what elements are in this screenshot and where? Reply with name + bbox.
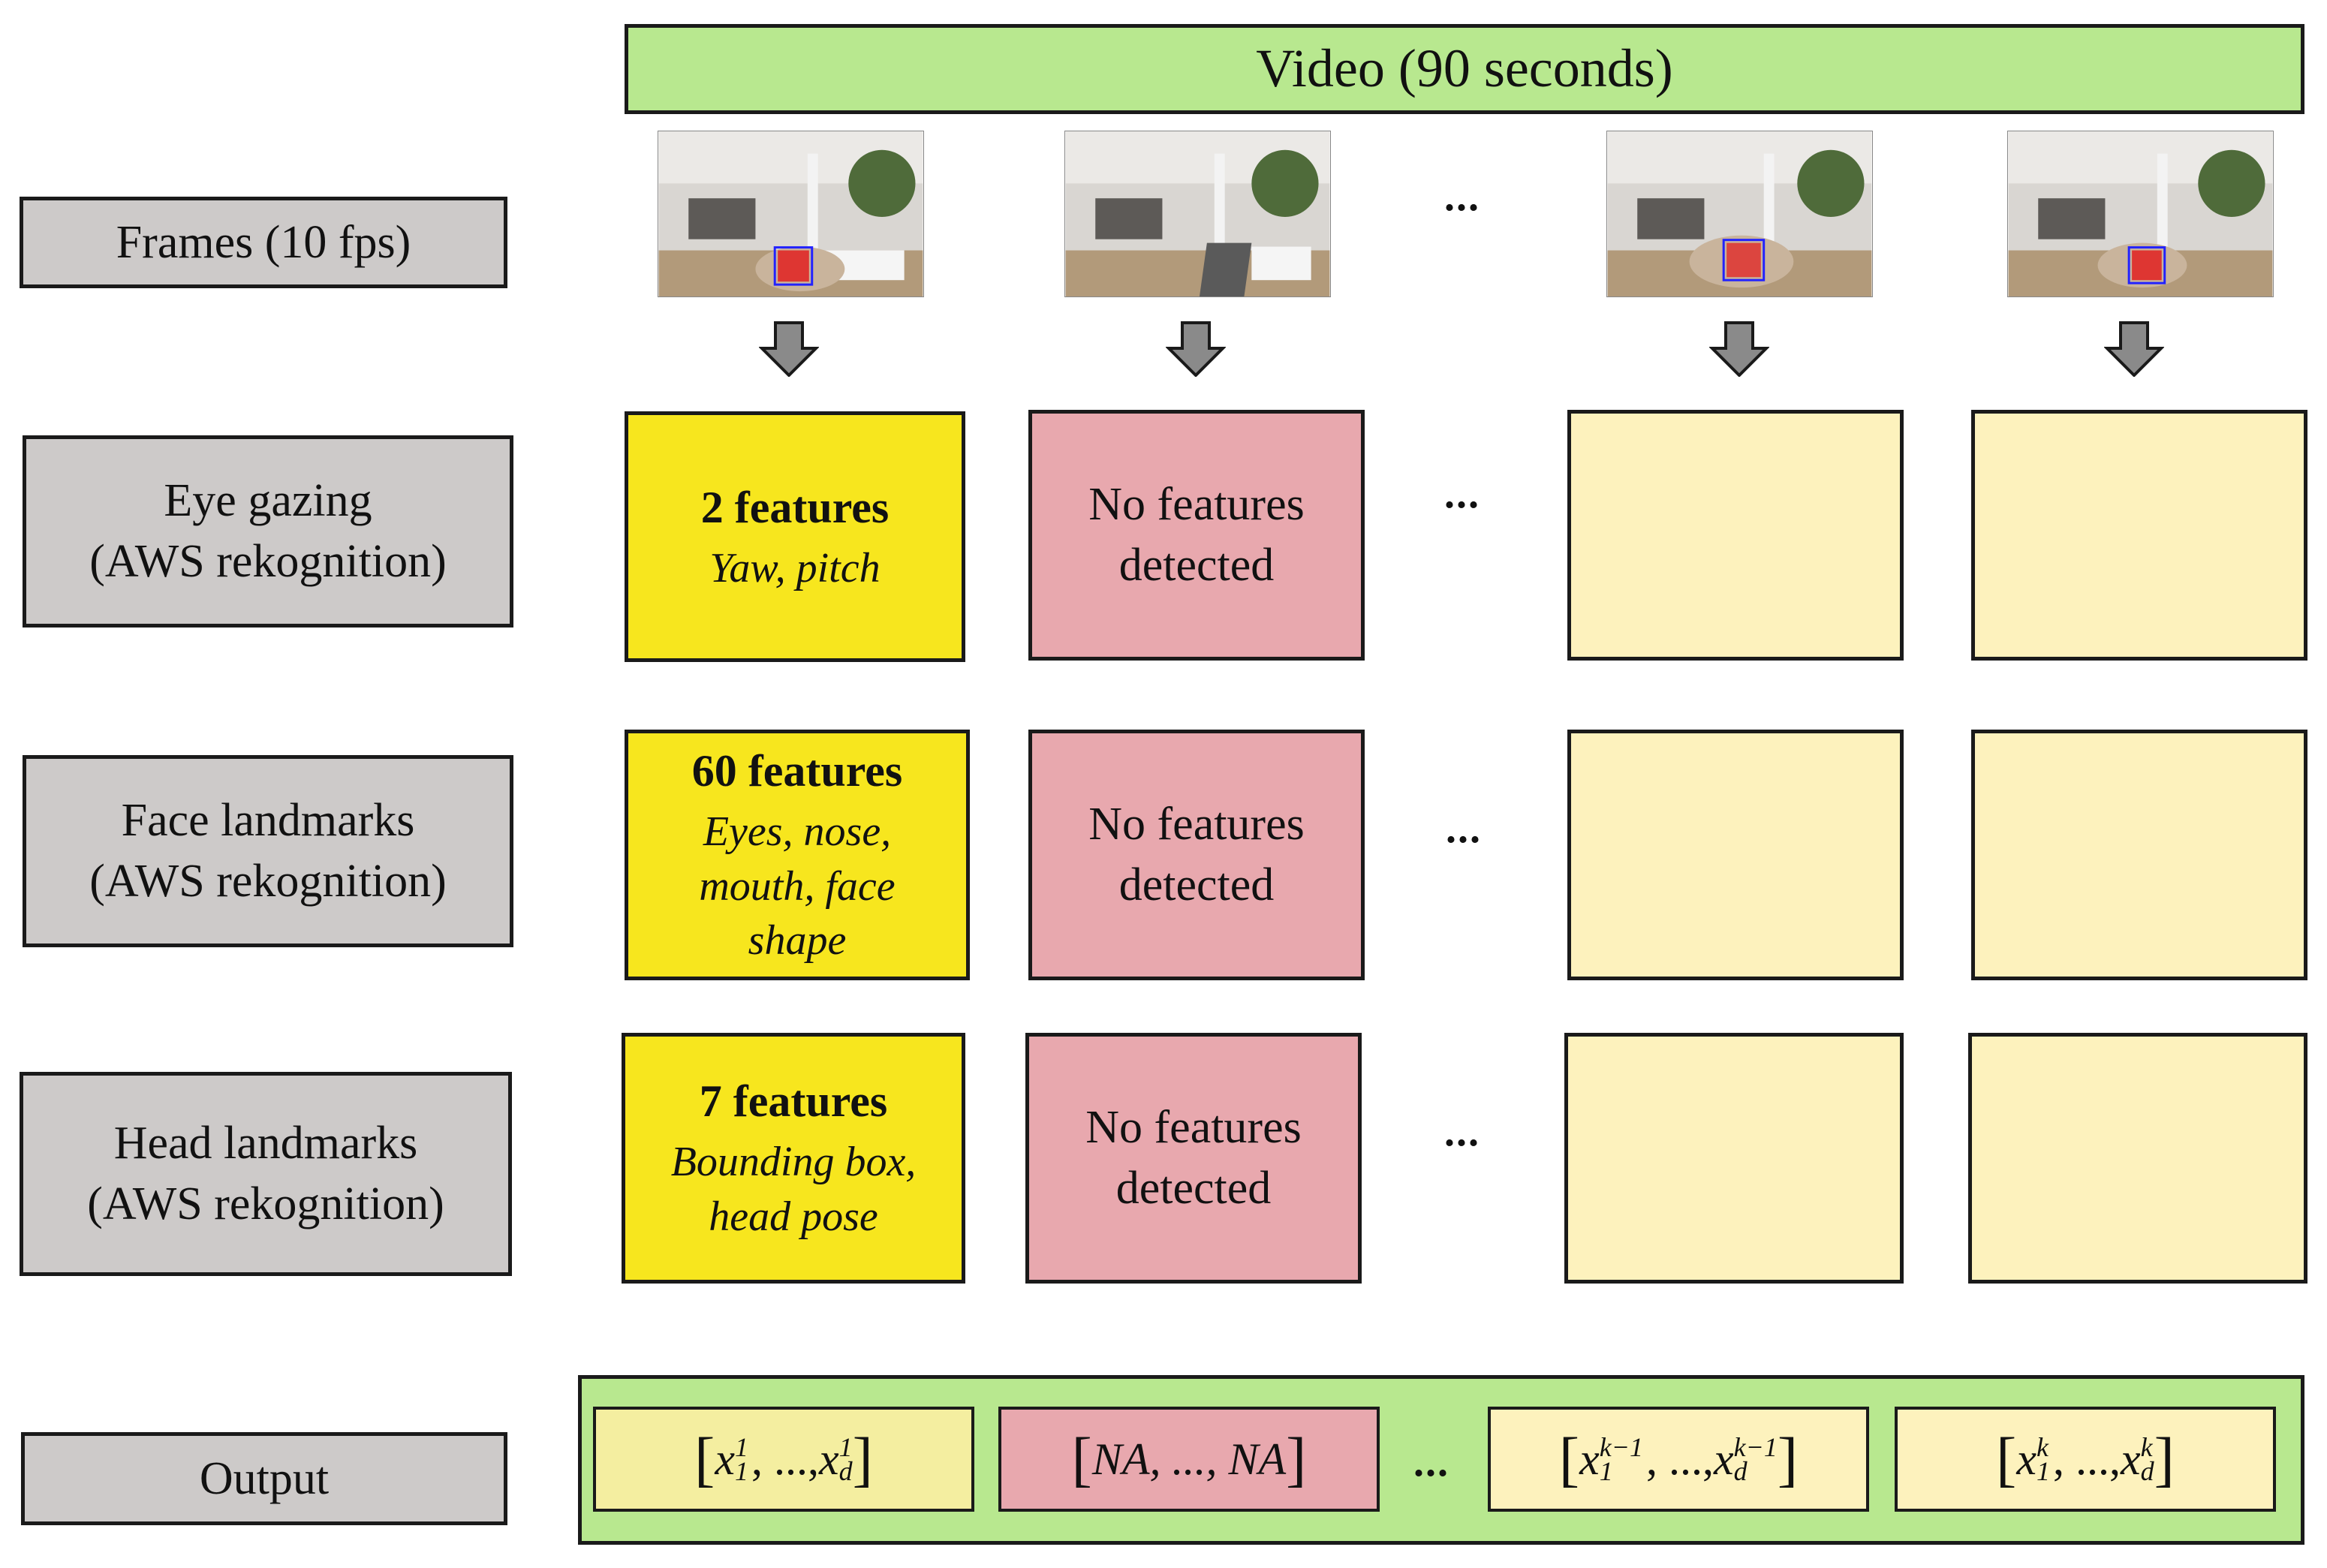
vec-superscript: k: [2140, 1431, 2153, 1462]
output-vector-2: [ NA, ..., NA ]: [998, 1407, 1380, 1512]
face-landmarks-features-box: 60 features Eyes, nose, mouth, face shap…: [625, 730, 970, 980]
eye-gazing-label-line1: Eye gazing: [164, 475, 372, 527]
face-landmarks-features-count: 60 features: [691, 745, 903, 796]
face-landmarks-features-desc-1: Eyes, nose,: [703, 808, 892, 855]
head-landmarks-empty-box-k: [1968, 1033, 2307, 1284]
vec-separator: , ...,: [2053, 1434, 2121, 1484]
no-features-line2: detected: [1115, 1163, 1272, 1214]
vec-var: x: [1714, 1434, 1734, 1484]
face-landmarks-features-desc-2: mouth, face: [699, 862, 896, 910]
no-features-line2: detected: [1118, 859, 1275, 910]
vec-subscript: d: [1733, 1456, 1748, 1486]
face-landmarks-features-desc-3: shape: [748, 917, 847, 965]
eye-gazing-no-features-box: No features detected: [1028, 410, 1365, 661]
eye-gazing-features-count: 2 features: [700, 482, 890, 532]
ellipsis-output: ...: [1413, 1439, 1449, 1485]
vec-var: x: [715, 1434, 735, 1484]
eye-gazing-features-box: 2 features Yaw, pitch: [625, 411, 965, 662]
vec-superscript: k: [2037, 1431, 2049, 1462]
down-arrow-icon: [759, 321, 819, 377]
ellipsis-frames: ...: [1444, 173, 1480, 220]
frames-label: Frames (10 fps): [20, 197, 507, 288]
vec-superscript: k−1: [1733, 1431, 1778, 1462]
vec-var: x: [819, 1434, 839, 1484]
vec-superscript: 1: [838, 1431, 853, 1462]
vec-superscript: k−1: [1599, 1431, 1643, 1462]
video-header: Video (90 seconds): [625, 24, 2304, 114]
frame-thumbnail-3: [1606, 131, 1873, 297]
face-landmarks-label-line1: Face landmarks: [121, 795, 415, 847]
vec-subscript: 1: [735, 1456, 748, 1486]
ellipsis-eye-gazing: ...: [1444, 471, 1480, 517]
head-landmarks-label-line2: (AWS rekognition): [87, 1178, 444, 1229]
vec-separator: , ...,: [751, 1434, 819, 1484]
output-vector-k: [ x k 1 , ..., x k d ]: [1895, 1407, 2276, 1512]
video-title: Video (90 seconds): [1256, 38, 1673, 99]
no-features-line1: No features: [1085, 1102, 1302, 1154]
ellipsis-face-landmarks: ...: [1446, 805, 1482, 852]
output-vector-k-1: [ x k−1 1 , ..., x k−1 d ]: [1488, 1407, 1869, 1512]
head-landmarks-empty-box-k-1: [1564, 1033, 1904, 1284]
vec-subscript: d: [838, 1456, 853, 1486]
head-landmarks-features-box: 7 features Bounding box, head pose: [622, 1033, 965, 1284]
vec-subscript: 1: [1599, 1456, 1613, 1486]
face-landmarks-empty-box-k-1: [1567, 730, 1904, 980]
no-features-line2: detected: [1118, 540, 1275, 591]
eye-gazing-label-line2: (AWS rekognition): [89, 536, 447, 587]
down-arrow-icon: [1709, 321, 1769, 377]
face-landmarks-no-features-box: No features detected: [1028, 730, 1365, 980]
output-label: Output: [21, 1432, 507, 1525]
frames-label-text: Frames (10 fps): [116, 216, 411, 268]
output-vector-1: [ x 1 1 , ..., x 1 d ]: [593, 1407, 974, 1512]
head-landmarks-label-line1: Head landmarks: [113, 1118, 418, 1169]
output-label-text: Output: [199, 1452, 330, 1504]
head-landmarks-features-count: 7 features: [699, 1076, 888, 1127]
vec-var: x: [2016, 1434, 2037, 1484]
eye-gazing-features-desc: Yaw, pitch: [709, 544, 881, 591]
head-landmarks-features-desc-1: Bounding box,: [670, 1139, 917, 1186]
eye-gazing-empty-box-k: [1971, 410, 2307, 661]
eye-gazing-label: Eye gazing (AWS rekognition): [23, 435, 513, 628]
face-landmarks-label: Face landmarks (AWS rekognition): [23, 755, 513, 947]
frame-thumbnail-2: [1064, 131, 1331, 297]
vec-subscript: d: [2140, 1456, 2154, 1486]
down-arrow-icon: [2104, 321, 2164, 377]
down-arrow-icon: [1166, 321, 1226, 377]
vec-subscript: 1: [2037, 1456, 2050, 1486]
vec-var: x: [2121, 1434, 2141, 1484]
frame-thumbnail-4: [2007, 131, 2274, 297]
no-features-line1: No features: [1088, 799, 1305, 850]
frame-thumbnail-1: [658, 131, 924, 297]
head-landmarks-no-features-box: No features detected: [1025, 1033, 1362, 1284]
face-landmarks-empty-box-k: [1971, 730, 2307, 980]
vec-var: x: [1579, 1434, 1600, 1484]
head-landmarks-features-desc-2: head pose: [709, 1193, 878, 1240]
ellipsis-head-landmarks: ...: [1444, 1109, 1480, 1155]
vec-superscript: 1: [735, 1431, 748, 1462]
head-landmarks-label: Head landmarks (AWS rekognition): [20, 1072, 512, 1276]
eye-gazing-empty-box-k-1: [1567, 410, 1904, 661]
vec-separator: , ...,: [1646, 1434, 1714, 1484]
face-landmarks-label-line2: (AWS rekognition): [89, 856, 447, 907]
no-features-line1: No features: [1088, 479, 1305, 531]
vec-na-text: NA, ..., NA: [1091, 1434, 1287, 1484]
